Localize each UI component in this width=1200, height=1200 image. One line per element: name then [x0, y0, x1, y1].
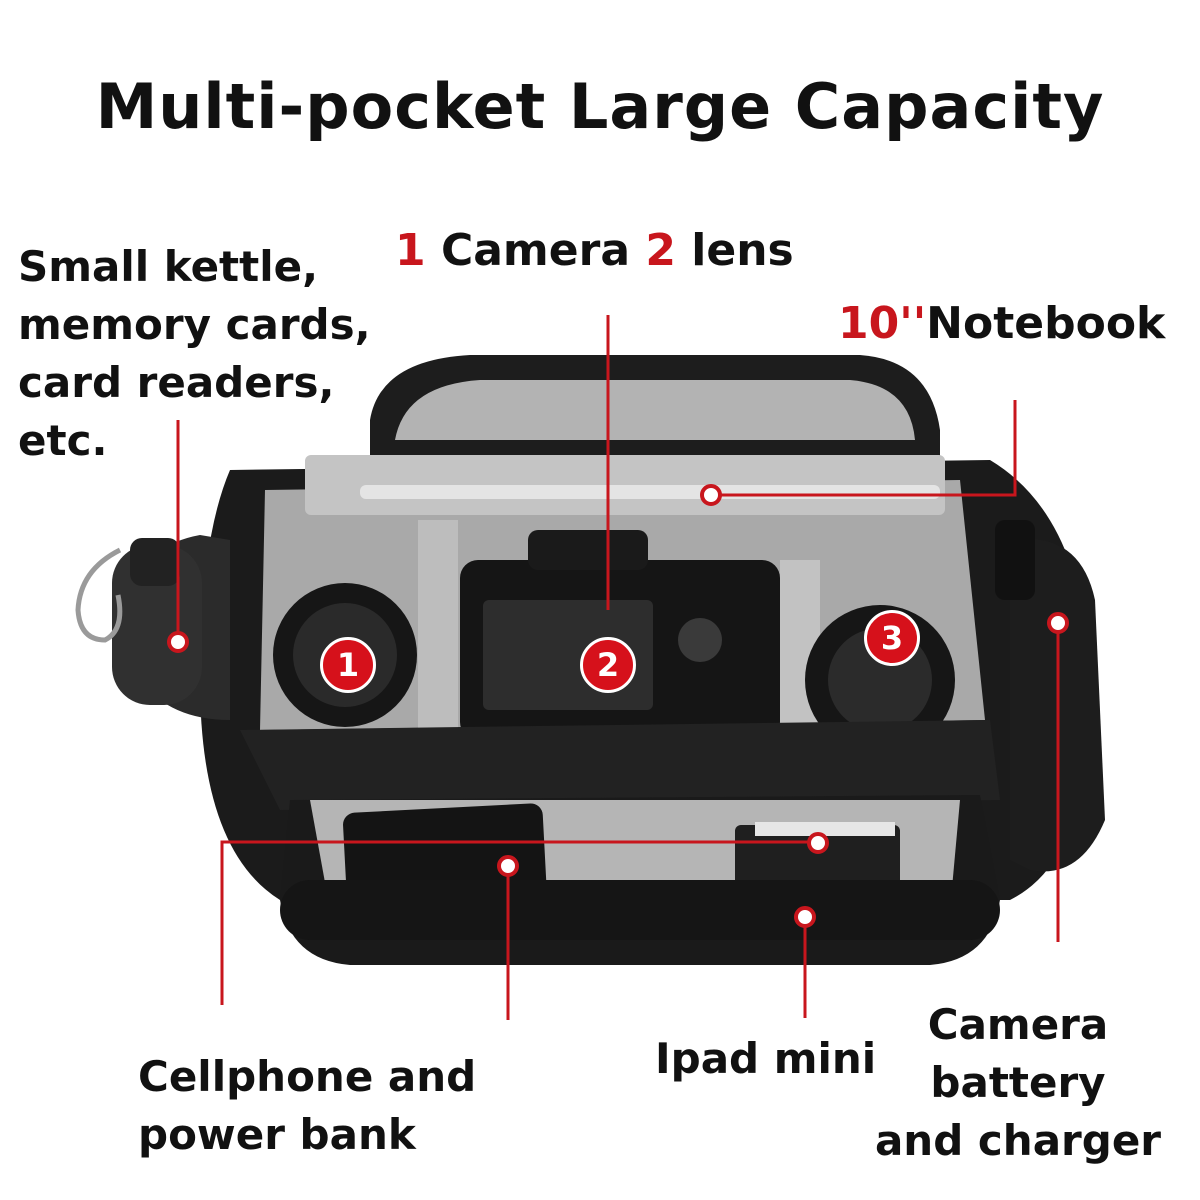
label-notebook: 10''Notebook — [838, 295, 1165, 353]
label-cellphone-line-1: Cellphone and — [138, 1052, 477, 1101]
camera-word: Camera — [425, 225, 646, 276]
lens-word: lens — [675, 225, 794, 276]
notebook-size: 10'' — [838, 298, 927, 349]
badge-2: 2 — [580, 637, 636, 693]
label-cellphone-line-2: power bank — [138, 1110, 416, 1159]
callout-dot-ipad — [794, 906, 816, 928]
callout-dot-cellphone — [497, 855, 519, 877]
lens-count: 2 — [645, 225, 676, 276]
label-battery-line-2: battery — [930, 1058, 1106, 1107]
label-battery-line-1: Camera — [927, 1000, 1109, 1049]
label-ipad: Ipad mini — [655, 1034, 877, 1083]
label-camera-lens: 1 Camera 2 lens — [395, 222, 794, 280]
badge-3: 3 — [864, 610, 920, 666]
callout-dot-ipad-line — [807, 832, 829, 854]
label-battery-line-3: and charger — [874, 1116, 1162, 1165]
callout-dot-notebook — [700, 484, 722, 506]
label-battery: Camera battery and charger — [868, 996, 1168, 1170]
leader-lines — [176, 315, 1060, 1020]
callout-dot-kettle — [167, 631, 189, 653]
label-small-items: Small kettle, memory cards, card readers… — [18, 238, 371, 470]
label-small-items-line-1: Small kettle, — [18, 242, 319, 291]
notebook-name: Notebook — [926, 298, 1166, 349]
camera-count: 1 — [395, 225, 426, 276]
label-small-items-line-4: etc. — [18, 416, 108, 465]
label-cellphone: Cellphone and power bank — [138, 1048, 476, 1164]
page-title: Multi-pocket Large Capacity — [95, 70, 1105, 143]
callout-dot-battery — [1047, 612, 1069, 634]
badge-1: 1 — [320, 637, 376, 693]
label-small-items-line-3: card readers, — [18, 358, 335, 407]
label-small-items-line-2: memory cards, — [18, 300, 371, 349]
